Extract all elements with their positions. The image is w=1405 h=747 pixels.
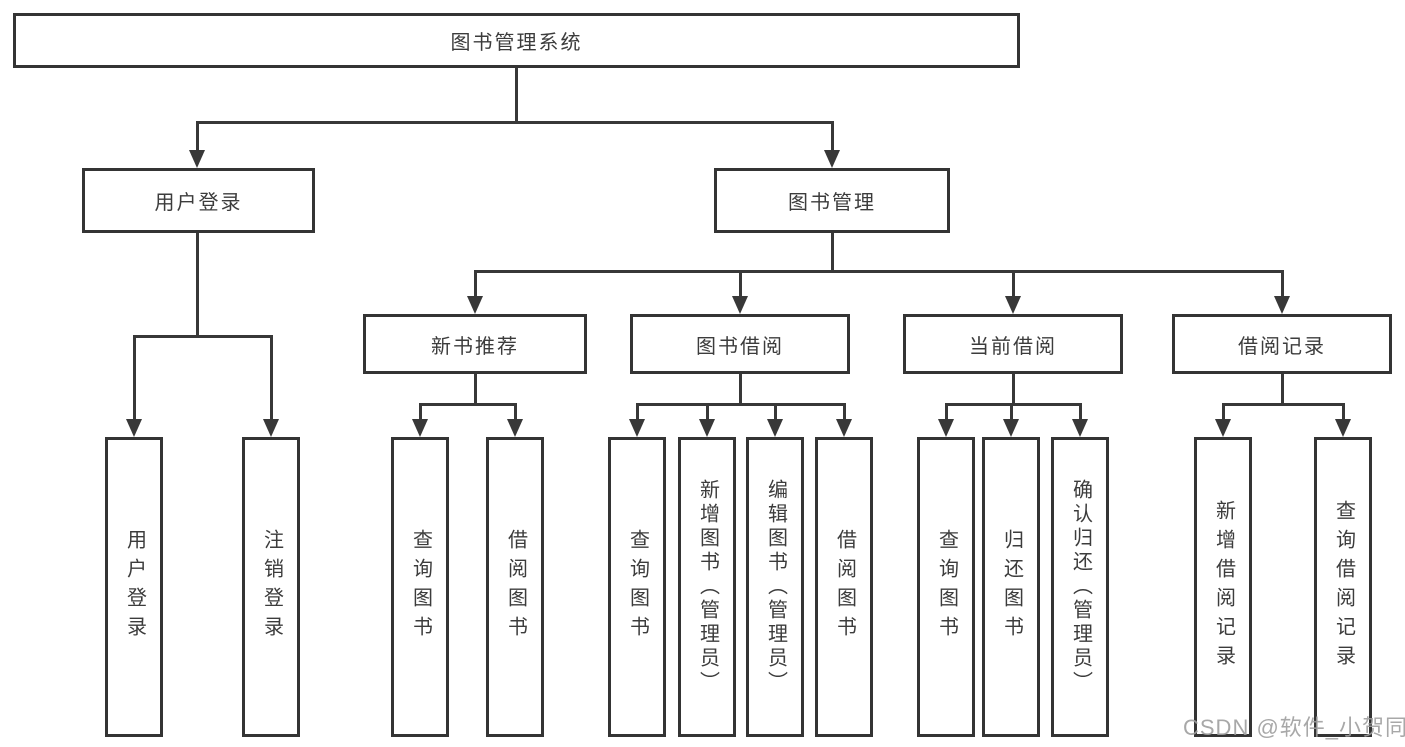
connector — [419, 405, 422, 421]
node-current-borrowing: 当前借阅 — [903, 314, 1123, 374]
leaf-label: 编辑图书（管理员） — [764, 479, 787, 695]
leaf-records-query-record: 查询借阅记录 — [1314, 437, 1372, 737]
leaf-label: 查询图书 — [935, 529, 958, 645]
connector — [419, 403, 517, 406]
arrowhead-down-icon — [1335, 419, 1351, 437]
connector — [270, 337, 273, 421]
leaf-borrow-borrow-books: 借阅图书 — [815, 437, 873, 737]
connector — [1222, 403, 1345, 406]
arrowhead-down-icon — [263, 419, 279, 437]
node-book-management: 图书管理 — [714, 168, 950, 233]
connector — [1342, 405, 1345, 421]
leaf-borrow-edit-books-admin: 编辑图书（管理员） — [746, 437, 804, 737]
connector — [474, 270, 1284, 273]
arrowhead-down-icon — [629, 419, 645, 437]
node-user-login: 用户登录 — [82, 168, 315, 233]
arrowhead-down-icon — [824, 150, 840, 168]
leaf-label: 借阅图书 — [833, 529, 856, 645]
connector — [1222, 405, 1225, 421]
arrowhead-down-icon — [126, 419, 142, 437]
connector — [196, 123, 199, 154]
connector — [515, 68, 518, 123]
leaf-current-return-books: 归还图书 — [982, 437, 1040, 737]
leaf-recommend-borrow-books: 借阅图书 — [486, 437, 544, 737]
leaf-label: 用户登录 — [123, 529, 146, 645]
arrowhead-down-icon — [507, 419, 523, 437]
node-new-book-recommend: 新书推荐 — [363, 314, 587, 374]
arrowhead-down-icon — [767, 419, 783, 437]
arrowhead-down-icon — [1215, 419, 1231, 437]
node-root: 图书管理系统 — [13, 13, 1020, 68]
connector — [133, 337, 136, 421]
connector — [196, 121, 834, 124]
arrowhead-down-icon — [1003, 419, 1019, 437]
arrowhead-down-icon — [1274, 296, 1290, 314]
leaf-current-query-books: 查询图书 — [917, 437, 975, 737]
leaf-label: 借阅图书 — [504, 529, 527, 645]
leaf-label: 确认归还（管理员） — [1069, 479, 1092, 695]
arrowhead-down-icon — [189, 150, 205, 168]
leaf-label: 归还图书 — [1000, 529, 1023, 645]
connector — [636, 405, 639, 421]
leaf-logout: 注销登录 — [242, 437, 300, 737]
leaf-label: 查询图书 — [409, 529, 432, 645]
arrowhead-down-icon — [938, 419, 954, 437]
connector — [774, 405, 777, 421]
node-borrowing-records: 借阅记录 — [1172, 314, 1392, 374]
connector — [1012, 272, 1015, 298]
connector — [636, 403, 846, 406]
leaf-recommend-query-books: 查询图书 — [391, 437, 449, 737]
leaf-label: 查询借阅记录 — [1332, 500, 1355, 674]
arrowhead-down-icon — [1005, 296, 1021, 314]
leaf-current-confirm-return-admin: 确认归还（管理员） — [1051, 437, 1109, 737]
connector — [945, 403, 1082, 406]
connector — [1281, 374, 1284, 405]
connector — [739, 374, 742, 405]
connector — [706, 405, 709, 421]
leaf-label: 注销登录 — [260, 529, 283, 645]
arrowhead-down-icon — [467, 296, 483, 314]
connector — [831, 233, 834, 272]
connector — [739, 272, 742, 298]
connector — [514, 405, 517, 421]
leaf-label: 新增图书（管理员） — [696, 479, 719, 695]
connector — [1010, 405, 1013, 421]
connector — [1079, 405, 1082, 421]
leaf-user-login: 用户登录 — [105, 437, 163, 737]
connector — [1281, 272, 1284, 298]
connector — [474, 374, 477, 405]
watermark: CSDN @软件_小贺同学 — [1183, 715, 1405, 740]
leaf-borrow-add-books-admin: 新增图书（管理员） — [678, 437, 736, 737]
connector — [196, 233, 199, 337]
arrowhead-down-icon — [732, 296, 748, 314]
leaf-borrow-query-books: 查询图书 — [608, 437, 666, 737]
leaf-records-add-record: 新增借阅记录 — [1194, 437, 1252, 737]
node-book-borrowing: 图书借阅 — [630, 314, 850, 374]
arrowhead-down-icon — [699, 419, 715, 437]
arrowhead-down-icon — [412, 419, 428, 437]
connector — [945, 405, 948, 421]
connector — [133, 335, 273, 338]
leaf-label: 新增借阅记录 — [1212, 500, 1235, 674]
connector — [1012, 374, 1015, 405]
arrowhead-down-icon — [1072, 419, 1088, 437]
connector — [843, 405, 846, 421]
connector — [831, 123, 834, 154]
leaf-label: 查询图书 — [626, 529, 649, 645]
arrowhead-down-icon — [836, 419, 852, 437]
connector — [474, 272, 477, 298]
